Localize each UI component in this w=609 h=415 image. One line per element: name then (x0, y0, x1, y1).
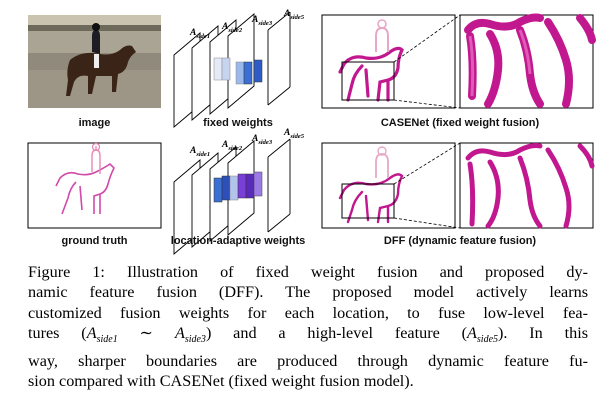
dff-zoom (460, 143, 593, 228)
label-casenet: CASENet (fixed weight fusion) (360, 117, 560, 129)
side-label-5: Aside5 (284, 9, 304, 21)
side-label-3-row2: Aside3 (252, 134, 272, 146)
figure-graphic (0, 0, 609, 260)
caption-line-5: way, sharper boundaries are produced thr… (28, 351, 588, 371)
caption-line-1: Figure 1: Illustration of fixed weight f… (28, 262, 588, 282)
side-label-1-row2: Aside1 (190, 146, 210, 158)
label-image: image (28, 117, 161, 129)
caption-line-4: tures (Aside1 ∼ Aside3) and a high-level… (28, 323, 588, 351)
fixed-weight-cells (214, 58, 262, 84)
label-adaptive-weights: location-adaptive weights (166, 235, 310, 247)
side-label-2-row2: Aside2 (222, 140, 242, 152)
caption-line-6: sion compared with CASENet (fixed weight… (28, 371, 588, 391)
caption-line-2: namic feature fusion (DFF). The proposed… (28, 282, 588, 302)
side-label-5-row2: Aside5 (284, 128, 304, 140)
figure-caption: Figure 1: Illustration of fixed weight f… (28, 262, 588, 392)
label-ground-truth: ground truth (28, 235, 161, 247)
ground-truth-edges (28, 143, 161, 228)
caption-line-3: customized fusion weights for each locat… (28, 303, 588, 323)
casenet-zoom (460, 15, 593, 108)
side-label-3: Aside3 (252, 15, 272, 27)
casenet-output (322, 15, 460, 108)
side-label-2: Aside2 (222, 22, 242, 34)
label-fixed-weights: fixed weights (178, 117, 298, 129)
dff-output (322, 143, 460, 228)
input-photo (28, 15, 161, 108)
side-label-1: Aside1 (190, 28, 210, 40)
label-dff: DFF (dynamic feature fusion) (360, 235, 560, 247)
